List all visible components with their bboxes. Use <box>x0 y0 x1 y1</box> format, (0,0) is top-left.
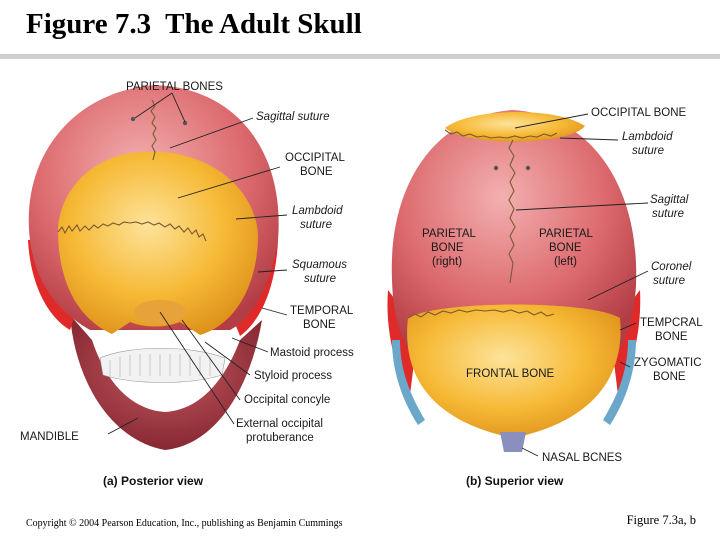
label-lambdoid-suture-posterior-1: Lambdoid <box>292 205 343 217</box>
label-mastoid-process: Mastoid process <box>270 347 354 359</box>
label-sagittal-suture-superior-1: Sagittal <box>650 194 689 206</box>
label-occipital-condyle: Occipital concyle <box>244 394 330 406</box>
zygomatic-bone-left <box>392 340 425 425</box>
parietal-foramen-right <box>182 120 188 126</box>
label-mandible: MANDIBLE <box>20 431 79 443</box>
slide-title: Figure 7.3 The Adult Skull <box>26 8 362 40</box>
label-sagittal-suture-posterior: Sagittal suture <box>256 111 330 123</box>
occipital-bone-superior <box>445 111 585 142</box>
frontal-bone-superior <box>407 304 621 438</box>
occipital-bone-posterior <box>58 151 258 335</box>
label-temporal-bone-superior-1: TEMPCRAL <box>640 317 703 329</box>
sagittal-suture-superior <box>508 139 516 284</box>
zygomatic-bone-right <box>603 340 636 425</box>
label-lambdoid-suture-superior-1: Lambdoid <box>622 131 673 143</box>
copyright-text: Copyright © 2004 Pearson Education, Inc.… <box>26 518 343 529</box>
title-divider <box>0 54 720 59</box>
teeth-lines <box>109 354 211 377</box>
label-coronal-suture-2: suture <box>653 275 685 287</box>
label-occipital-bone-posterior-2: BONE <box>300 166 333 178</box>
label-parietal-right-2: BONE <box>431 242 464 254</box>
label-parietal-right-1: PARIETAL <box>422 228 476 240</box>
label-parietal-right-3: (right) <box>432 256 462 268</box>
label-external-occipital-1: External occipital <box>236 418 323 430</box>
label-styloid-process: Styloid process <box>254 370 332 382</box>
label-temporal-bone-superior-2: BONE <box>655 331 688 343</box>
label-occipital-bone-superior: OCCIPITAL BONE <box>591 107 687 119</box>
label-parietal-left-3: (left) <box>554 256 577 268</box>
coronal-suture-superior <box>407 309 555 319</box>
label-coronal-suture-1: Coronel <box>651 261 692 273</box>
temporal-bone-right-superior <box>610 290 641 395</box>
figure-reference: Figure 7.3a, b <box>626 513 696 527</box>
temporal-bone-left-superior <box>387 290 418 395</box>
superior-view <box>387 110 641 452</box>
lambdoid-suture-superior <box>444 129 558 139</box>
skull-illustration: PARIETAL BONES Sagittal suture OCCIPITAL… <box>20 81 703 488</box>
parietal-foramen-left <box>130 116 136 122</box>
label-squamous-suture-2: suture <box>304 273 336 285</box>
label-external-occipital-2: protuberance <box>246 432 314 444</box>
label-zygomatic-bone-1: ZYGOMATIC <box>634 357 702 369</box>
label-zygomatic-bone-2: BONE <box>653 371 686 383</box>
label-sagittal-suture-superior-2: suture <box>652 208 684 220</box>
parietal-foramen-sup-right <box>525 165 531 171</box>
parietal-foramen-sup-left <box>493 165 499 171</box>
caption-superior-view: (b) Superior view <box>466 474 564 488</box>
posterior-view <box>28 85 279 450</box>
label-temporal-bone-posterior-2: BONE <box>303 319 336 331</box>
label-parietal-left-2: BONE <box>549 242 582 254</box>
label-frontal-bone: FRONTAL BONE <box>466 368 555 380</box>
label-occipital-bone-posterior-1: OCCIPITAL <box>285 152 345 164</box>
caption-posterior-view: (a) Posterior view <box>103 474 204 488</box>
lambdoid-suture-posterior <box>57 221 207 242</box>
leader-lines <box>107 92 649 457</box>
label-squamous-suture-1: Squamous <box>292 259 347 271</box>
parietal-bones-superior <box>391 110 637 360</box>
label-parietal-left-1: PARIETAL <box>539 228 593 240</box>
nasal-bones-shape <box>500 432 526 452</box>
sagittal-suture-posterior <box>150 99 157 161</box>
label-parietal-bones: PARIETAL BONES <box>126 81 223 93</box>
mandible-shape <box>70 315 262 450</box>
label-lambdoid-suture-posterior-2: suture <box>300 219 332 231</box>
label-lambdoid-suture-superior-2: suture <box>632 145 664 157</box>
label-temporal-bone-posterior-1: TEMPORAL <box>290 305 354 317</box>
label-nasal-bones: NASAL BCNES <box>542 452 622 464</box>
